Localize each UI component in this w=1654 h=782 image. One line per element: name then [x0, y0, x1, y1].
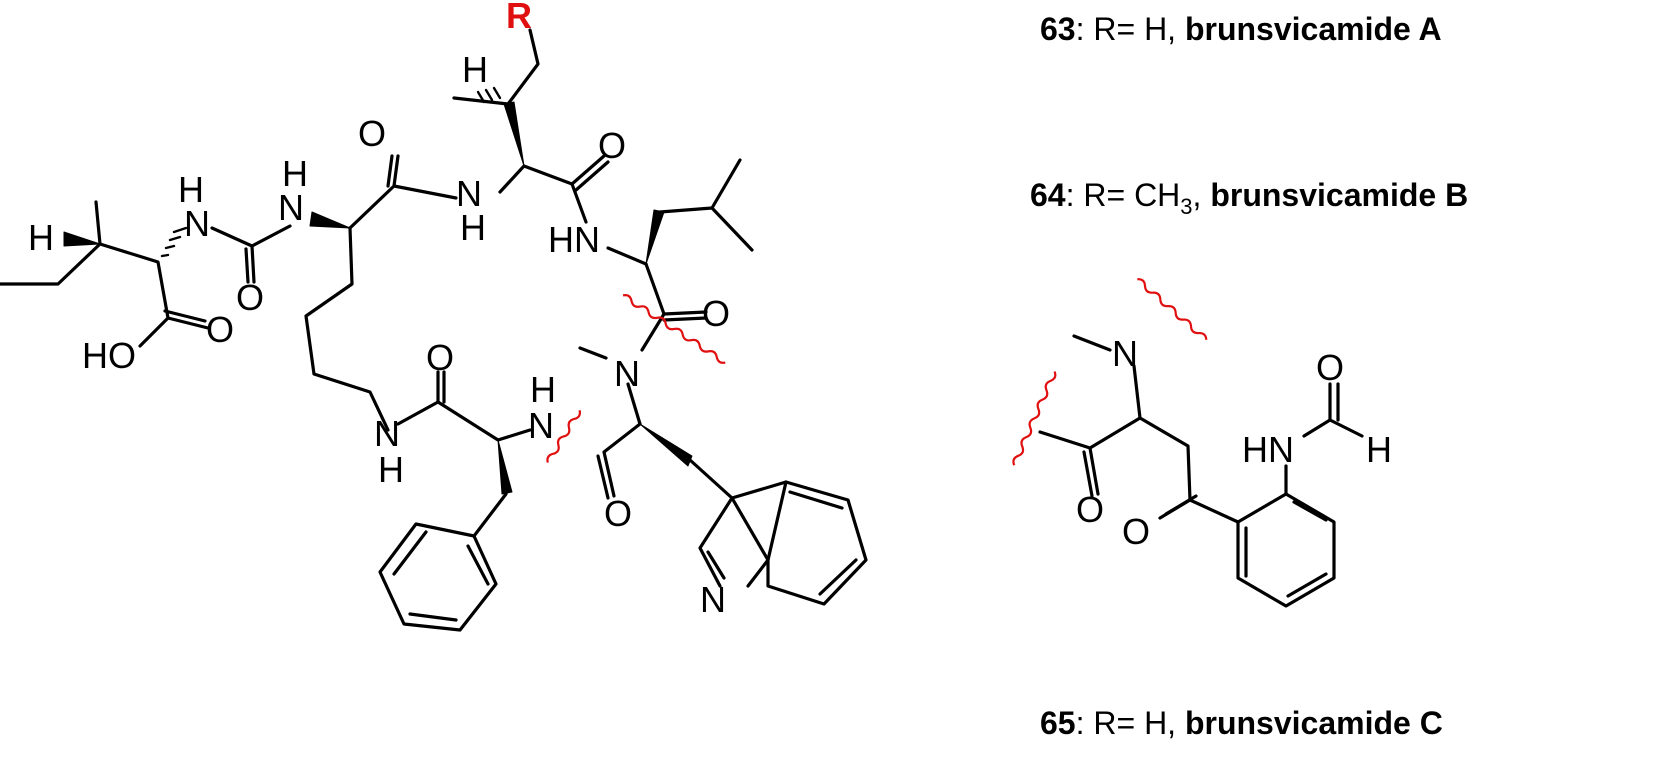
atom-n-methyl-trp: N [614, 353, 640, 394]
atom-h-phe-nh: H [530, 369, 556, 410]
atom-n-lysine-amide: N [374, 413, 400, 454]
atom-o-leucine-carbonyl: O [702, 293, 730, 334]
urea-fragment [210, 224, 292, 284]
atom-ho-carboxyl: HO [82, 335, 136, 376]
atom-n-indole: N [700, 579, 726, 620]
atom-n-urea-left: N [184, 203, 210, 244]
atom-h-lysine-nh: H [282, 153, 308, 194]
atom-h-amide-top: H [460, 207, 486, 248]
atom-n-lysine: N [278, 187, 304, 228]
compound-label-65: 65: R= H, brunsvicamide C [1040, 705, 1443, 741]
r-group-label: R [506, 0, 532, 36]
atom-o-lysine-carbonyl: O [358, 113, 386, 154]
compound-label-63: 63: R= H, brunsvicamide A [1040, 11, 1442, 47]
kynurenine-fragment: N O O HN O H [1012, 278, 1392, 608]
atom-h-lysine-amide: H [378, 449, 404, 490]
atom-h-isoleucine: H [28, 217, 54, 258]
atom-o-formyl: O [1316, 347, 1344, 388]
atom-h-formyl: H [1366, 429, 1392, 470]
atom-o-carboxyl: O [206, 309, 234, 350]
r-residue-fragment [452, 28, 610, 224]
atom-h-urea-nh: H [178, 169, 204, 210]
atom-o-urea: O [236, 277, 264, 318]
atom-hn-leucine: HN [548, 219, 600, 260]
atom-o-r-residue-carbonyl: O [598, 125, 626, 166]
atom-hn-formamide: HN [1242, 429, 1294, 470]
isoleucine-fragment [0, 200, 210, 348]
lysine-fragment [304, 154, 458, 432]
cyclic-peptide-structure: H H N O H N O HO O N H R H O HN O N H N … [0, 0, 868, 632]
phenylalanine-fragment [378, 370, 532, 632]
n-methyl-tryptophan-fragment [578, 312, 868, 606]
atom-o-fragment-acyl: O [1076, 489, 1104, 530]
atom-o-phe-carbonyl: O [426, 337, 454, 378]
cleavage-marks-main [546, 294, 726, 463]
atom-n-amide-top: N [456, 173, 482, 214]
compound-label-64: 64: R= CH3, brunsvicamide B [1030, 177, 1468, 219]
atom-o-fragment-ketone: O [1122, 511, 1150, 552]
atom-n-phe-nh: N [528, 405, 554, 446]
atom-n-fragment: N [1112, 333, 1138, 374]
atom-o-trp-carbonyl: O [604, 493, 632, 534]
atom-h-r-residue: H [462, 49, 488, 90]
